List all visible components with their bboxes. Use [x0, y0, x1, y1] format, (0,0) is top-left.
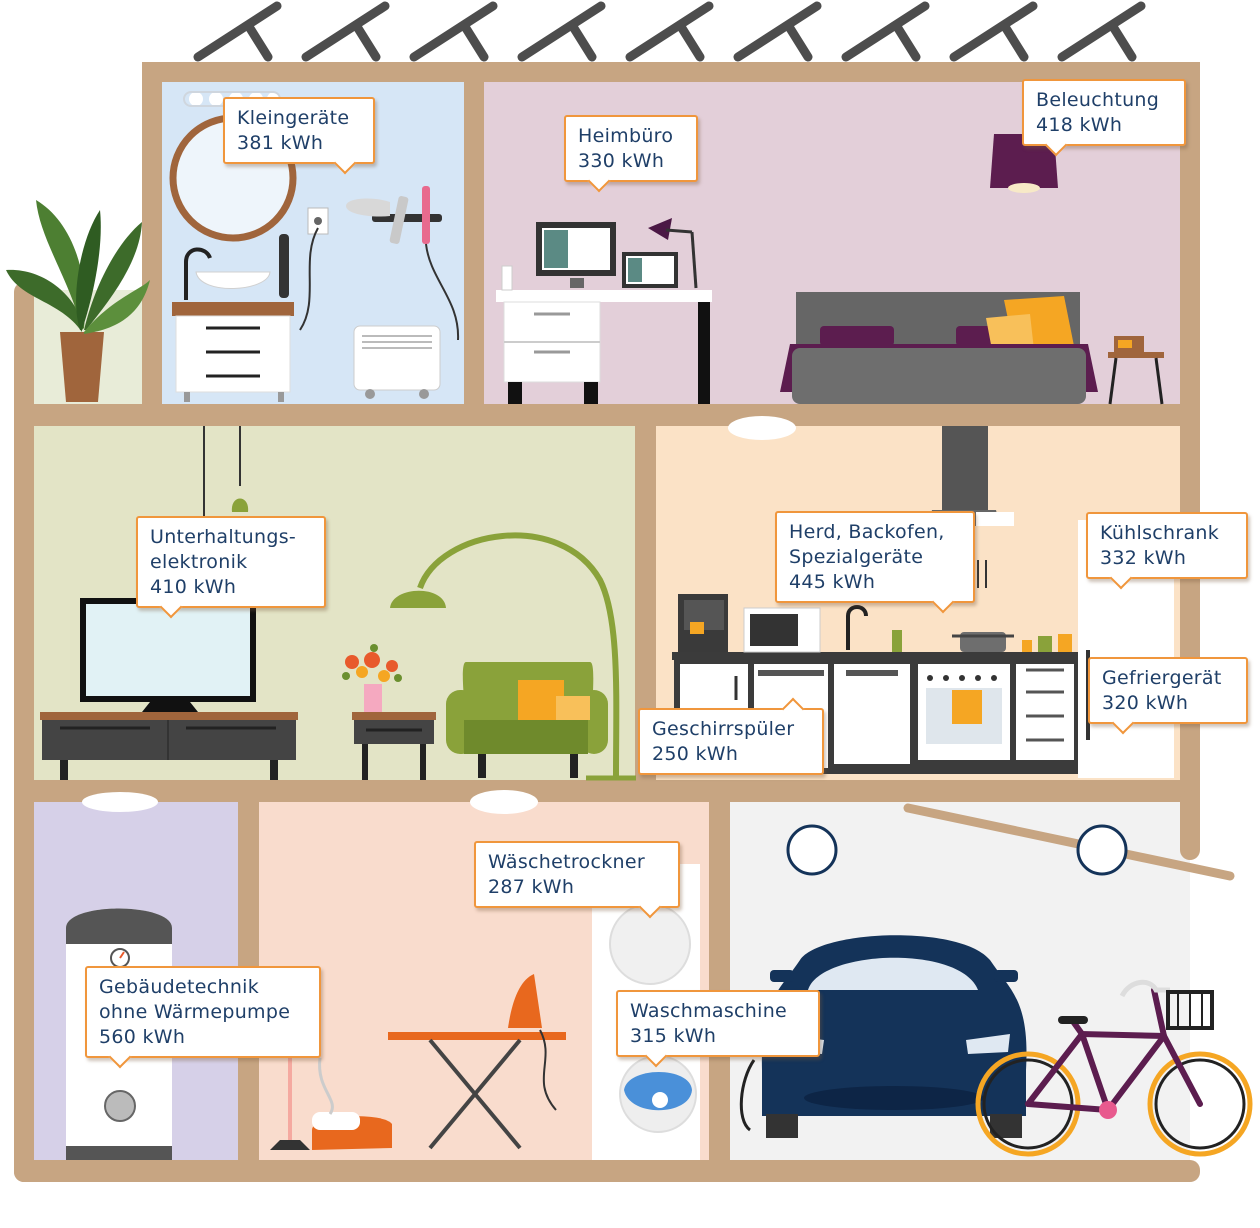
living-room-furniture: [40, 426, 636, 781]
solar-panels: [193, 1, 1146, 62]
laundry-furniture: [270, 790, 700, 1160]
label-waeschetrockner: Wäschetrockner 287 kWh: [474, 841, 680, 919]
label-heimbuero: Heimbüro 330 kWh: [564, 115, 698, 193]
garage-door-rail: [903, 803, 1235, 881]
office-furniture: [496, 218, 712, 404]
label-gebaeudetechnik: Gebäudetechnik ohne Wärmepumpe 560 kWh: [85, 966, 321, 1069]
label-waschmaschine: Waschmaschine 315 kWh: [616, 990, 820, 1068]
plant-icon: [6, 200, 150, 402]
bed: [780, 292, 1098, 404]
label-geschirrspueler: Geschirrspüler 250 kWh: [638, 697, 824, 775]
garage-contents: [739, 824, 1253, 1157]
label-kleingeraete: Kleingeräte 381 kWh: [223, 97, 375, 175]
label-beleuchtung: Beleuchtung 418 kWh: [1022, 79, 1186, 157]
label-gefriergeraet: Gefriergerät 320 kWh: [1088, 657, 1248, 735]
label-herd-backofen: Herd, Backofen, Spezialgeräte 445 kWh: [775, 511, 975, 614]
label-kuehlschrank: Kühlschrank 332 kWh: [1086, 512, 1248, 590]
house-frame: [14, 62, 1200, 1182]
nightstand-radio: [1108, 336, 1164, 405]
label-unterhaltungselektronik: Unterhaltungs- elektronik 410 kWh: [136, 516, 326, 619]
